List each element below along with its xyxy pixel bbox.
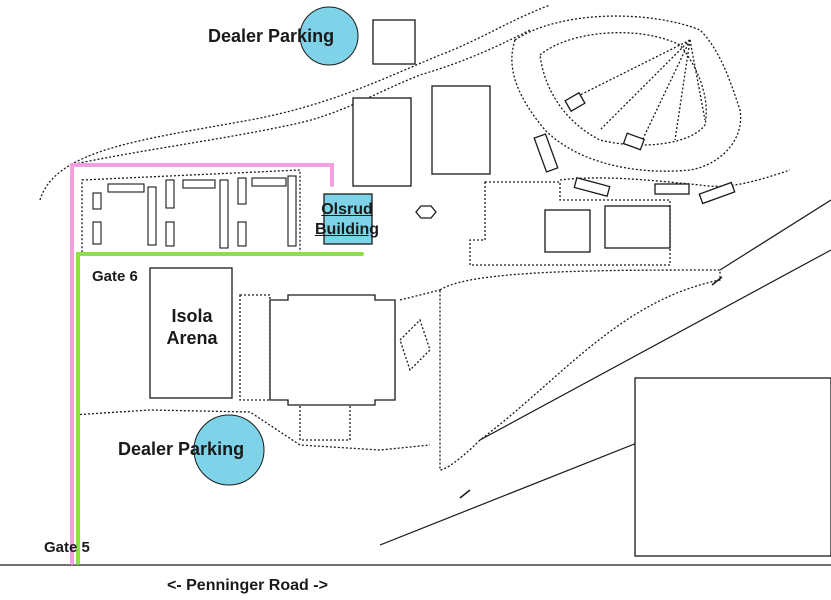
east-road-path [559,169,791,187]
stall [147,186,157,246]
dealer-building-top [372,19,416,65]
green-vehicle-route [76,252,364,565]
stall [165,221,175,247]
stall [237,177,247,205]
arena-annex-outline [239,294,271,401]
olsrud-building-label-line1: Olsrud [321,201,373,218]
stall [92,192,102,210]
isola-arena [149,267,233,399]
amphitheater-inner-path [539,32,707,146]
stall [219,179,229,249]
amphitheater-spoke-2 [639,39,691,146]
amphitheater-spoke-5 [569,39,691,101]
stall [251,177,287,187]
amphitheater-spoke-1 [599,39,691,131]
amphitheater-block-2 [573,176,611,198]
isola-arena-label-line2: Arena [166,328,218,348]
gate-markers [459,276,723,499]
pink-pedestrian-route [70,163,334,565]
stall [182,179,216,189]
south-road-path [71,409,431,451]
isola-arena-label: Isola Arena [160,305,224,349]
parking-markers [193,6,359,486]
diagonal-road-upper [719,199,831,271]
isola-arena-label-line1: Isola [171,306,213,326]
amphitheater-spoke-4 [689,39,706,121]
amphitheater-block-4 [698,181,736,205]
route-lines [70,163,364,565]
gate-5-label: Gate 5 [44,539,90,556]
south-annex-outline [299,399,351,441]
stall [107,183,145,193]
dealer-parking-label-top: Dealer Parking [208,26,335,46]
far-east-building [634,377,831,557]
dealer-parking-label-bottom: Dealer Parking [118,439,245,459]
olsrud-building-label-line2: Building [315,221,379,238]
diagonal-road-mid [479,249,831,441]
south-building [269,294,396,406]
central-building-east [431,85,491,175]
east-building-large [604,205,671,249]
east-lot-outline [439,269,721,471]
connector-path [399,289,441,301]
inner-boundary-path [69,29,531,166]
gate-marker [711,276,723,286]
amphitheater-stage-2 [622,132,646,151]
east-building-small [544,209,591,253]
amphitheater-stage-1 [564,91,586,113]
dealer-parking-marker-top [299,6,359,66]
outer-boundary-path [39,4,551,201]
buildings [149,19,831,557]
amphitheater-spoke-3 [674,39,691,141]
west-lot-stalls [92,175,297,249]
amphitheater-block-1 [533,133,559,173]
olsrud-building-label: Olsrud Building [310,200,384,240]
stall [287,175,297,247]
gate-marker [459,489,471,499]
central-building-west [352,97,412,187]
olsrud-building [323,193,373,245]
west-lot-outline [81,169,301,256]
amphitheater-block-3 [654,183,690,195]
penninger-road-label: <- Penninger Road -> [167,577,328,594]
octagon-shape [415,205,437,219]
central-lot-outline [469,181,671,266]
dotted-paths [39,4,791,471]
diamond-shape [399,318,431,372]
stall [237,221,247,247]
dealer-parking-marker-bottom [193,414,265,486]
stall [165,179,175,209]
stall [92,221,102,245]
gate-6-label: Gate 6 [92,268,138,285]
